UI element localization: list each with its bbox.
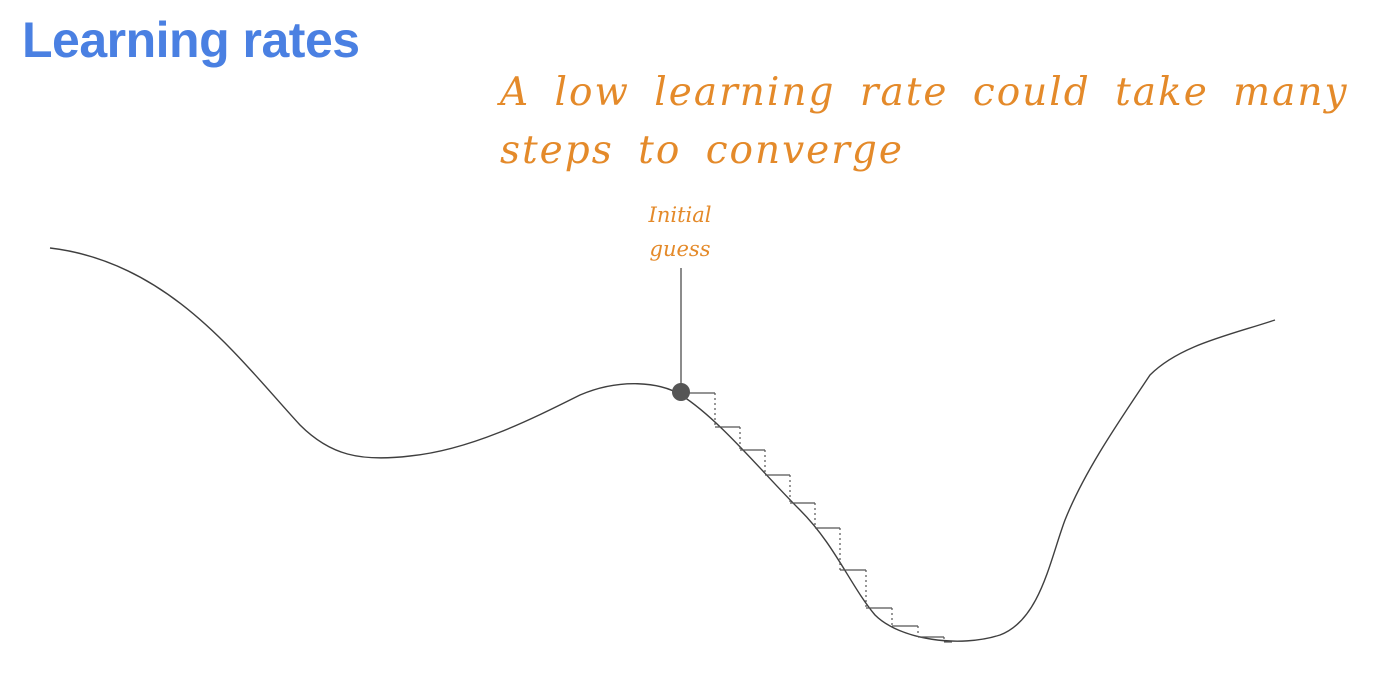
- loss-curve: [49, 247, 1276, 642]
- initial-guess-marker: [672, 383, 690, 401]
- annotation-text: A low learning rate could take many step…: [500, 70, 1349, 173]
- step-markers: [681, 392, 952, 643]
- slide-title: Learning rates: [22, 12, 360, 68]
- initial-guess-label: Initial guess: [648, 203, 712, 261]
